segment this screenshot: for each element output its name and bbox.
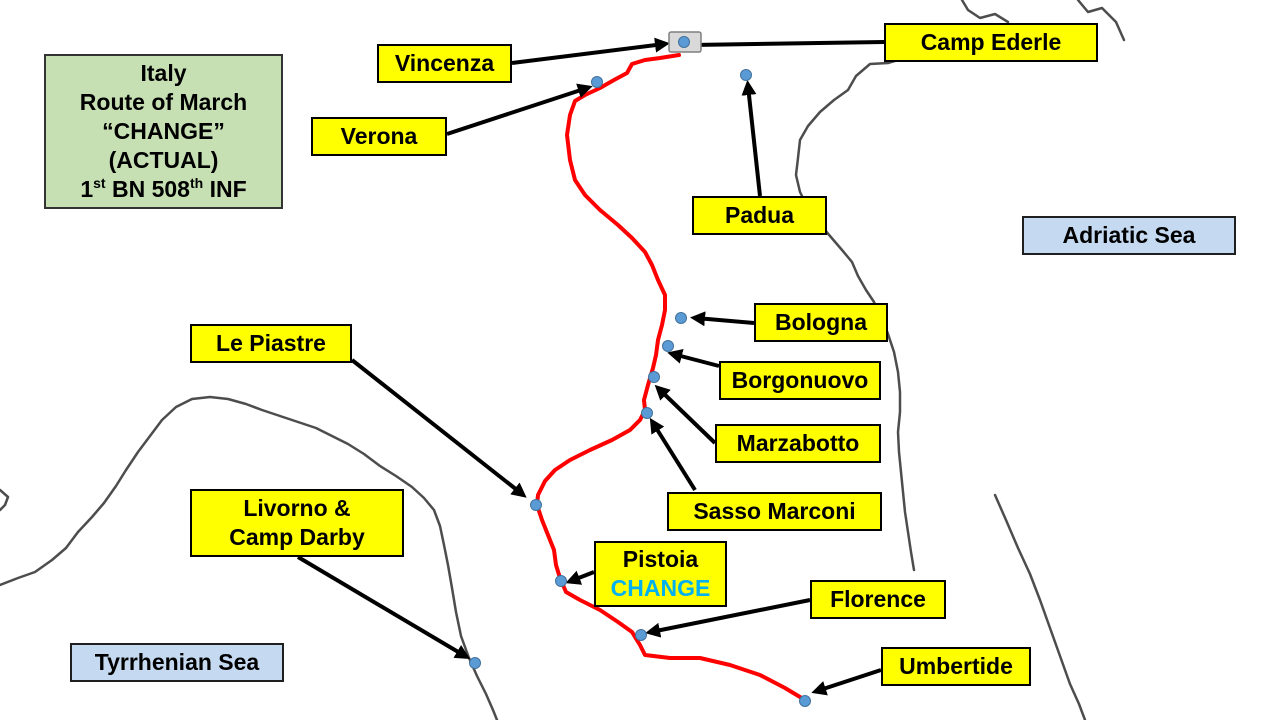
borgonuovo-arrow [667,349,720,368]
sasso-marconi-label: Sasso Marconi [667,492,882,531]
vincenza-arrow [511,37,670,65]
pistoia-arrow [565,570,595,585]
unit-designation: 1st BN 508th INF [80,175,246,204]
livorno-camp-darby-label: Livorno & Camp Darby [190,489,404,557]
tyrrhenian-sea-label-text: Tyrrhenian Sea [94,649,260,675]
florence-label: Florence [810,580,946,619]
livorno-label-text: Livorno & [243,495,351,521]
coastline-fragment [960,0,1010,24]
livorno-arrow [296,555,471,660]
livorno-marker [469,657,481,669]
sasso-marconi-arrow [649,417,697,492]
pistoia-marker [555,575,567,587]
padua-label-text: Padua [724,202,795,228]
umbertide-arrow [811,668,882,696]
unit-part: BN 508 [105,176,190,202]
adriatic-coastline [794,56,916,572]
camp-ederle-marker [678,36,690,48]
map-title-box: Italy Route of March “CHANGE” (ACTUAL) 1… [44,54,283,209]
unit-ordinal-suffix: st [93,175,106,191]
florence-marker [635,629,647,641]
pistoia-label: Pistoia CHANGE [594,541,727,607]
title-line: Italy [140,60,187,86]
adriatic-sea-label-text: Adriatic Sea [1062,222,1196,248]
marzabotto-label-text: Marzabotto [736,430,860,456]
marzabotto-arrow [654,384,717,445]
unit-part: INF [203,176,247,202]
borgonuovo-label: Borgonuovo [719,361,881,400]
florence-label-text: Florence [830,586,926,612]
unit-part: 1 [80,176,94,202]
title-line: “CHANGE” [102,118,225,144]
vincenza-label-text: Vincenza [394,50,495,76]
coastline-fragment [0,488,10,512]
marzabotto-marker [641,407,653,419]
umbertide-label-text: Umbertide [899,653,1013,679]
verona-arrow [446,83,593,136]
le-piastre-label-text: Le Piastre [216,330,326,356]
camp-darby-label-text: Camp Darby [229,524,365,550]
vincenza-label: Vincenza [377,44,512,83]
bologna-label-text: Bologna [775,309,867,335]
camp-ederle-arrow [686,37,885,53]
borgonuovo-marker [662,340,674,352]
title-line: Route of March [79,89,248,115]
bologna-label: Bologna [754,303,888,342]
borgonuovo-label-text: Borgonuovo [731,367,869,393]
le-piastre-arrow [350,358,527,498]
marzabotto-label: Marzabotto [715,424,881,463]
sasso-marconi-label-text: Sasso Marconi [693,498,856,524]
title-line: (ACTUAL) [108,147,219,173]
unit-ordinal-suffix: th [189,175,204,191]
adriatic-sea-label: Adriatic Sea [1022,216,1236,255]
padua-marker [740,69,752,81]
camp-ederle-label-text: Camp Ederle [920,29,1062,55]
coastline-fragment [1076,0,1126,42]
coastlines [0,0,1126,720]
tyrrhenian-sea-label: Tyrrhenian Sea [70,643,284,682]
verona-marker [591,76,603,88]
tyrrhenian-coastline [0,395,499,720]
verona-label: Verona [311,117,447,156]
umbertide-label: Umbertide [881,647,1031,686]
florence-arrow [645,598,811,638]
route-waypoint-marker [648,371,660,383]
camp-ederle-label: Camp Ederle [884,23,1098,62]
padua-arrow [741,80,762,197]
padua-label: Padua [692,196,827,235]
location-markers [469,31,811,707]
le-piastre-label: Le Piastre [190,324,352,363]
route-of-march [535,53,807,702]
adriatic-coastline-south [993,493,1087,720]
pistoia-change-note: CHANGE [610,575,711,601]
pistoia-label-text: Pistoia [622,546,699,572]
verona-label-text: Verona [340,123,418,149]
pointer-arrows [296,37,885,696]
umbertide-marker [799,695,811,707]
bologna-arrow [690,311,755,327]
bologna-marker [675,312,687,324]
le-piastre-marker [530,499,542,511]
